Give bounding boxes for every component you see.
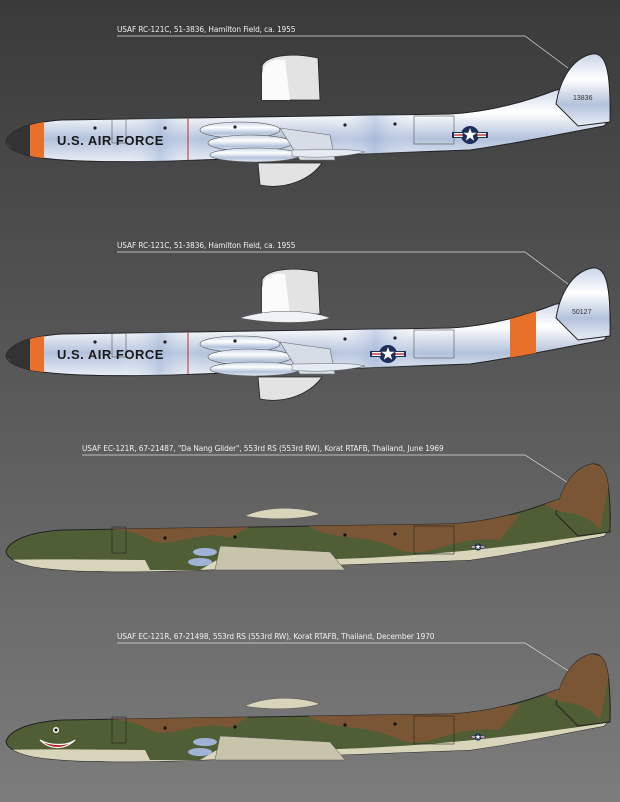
caption-1: USAF RC-121C, 51-3836, Hamilton Field, c… bbox=[117, 24, 296, 34]
profile-3: USAF EC-121R, 67-21487, "Da Nang Glider"… bbox=[0, 443, 612, 580]
aircraft-rc121c bbox=[6, 54, 610, 186]
leader-line bbox=[117, 35, 569, 69]
tail-band bbox=[510, 294, 536, 376]
leader-line bbox=[117, 642, 571, 673]
tail-number: 50127 bbox=[572, 309, 592, 316]
leader-line bbox=[82, 454, 571, 485]
caption-3: USAF EC-121R, 67-21487, "Da Nang Glider"… bbox=[82, 443, 444, 453]
fuselage-text: U.S. AIR FORCE bbox=[57, 133, 164, 148]
caption-4: USAF EC-121R, 67-21498, 553rd RS (553rd … bbox=[117, 631, 435, 641]
profile-4: USAF EC-121R, 67-21498, 553rd RS (553rd … bbox=[0, 631, 612, 770]
fuselage-text: U.S. AIR FORCE bbox=[57, 347, 164, 362]
aircraft-ec121r bbox=[0, 650, 612, 770]
shark-mouth bbox=[39, 727, 76, 749]
tail-number: 13836 bbox=[573, 95, 593, 102]
leader-line bbox=[117, 251, 569, 285]
profile-1: USAF RC-121C, 51-3836, Hamilton Field, c… bbox=[6, 24, 610, 186]
caption-2: USAF RC-121C, 51-3836, Hamilton Field, c… bbox=[117, 240, 296, 250]
aircraft-ec121r bbox=[0, 460, 612, 580]
profile-2: USAF RC-121C, 51-3836, Hamilton Field, c… bbox=[6, 240, 610, 400]
